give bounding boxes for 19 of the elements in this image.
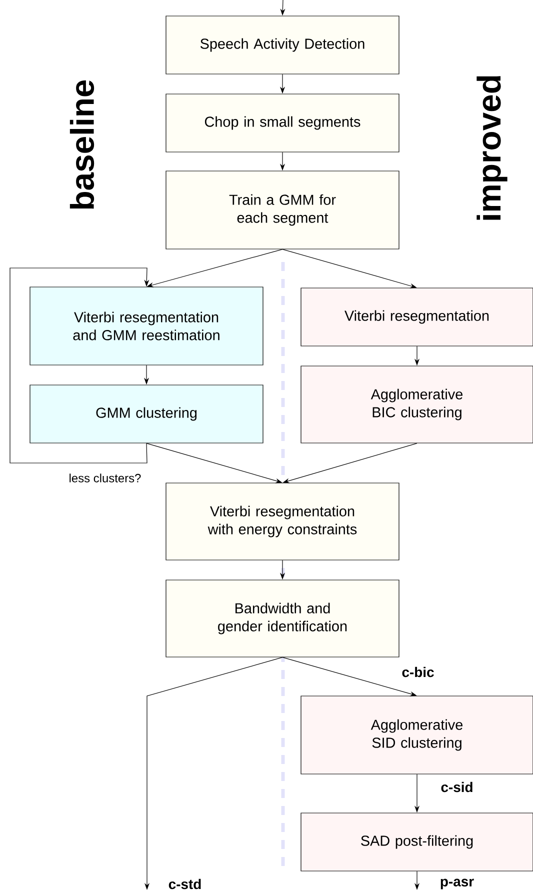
side-heading: improved — [476, 76, 508, 220]
edge-label: c-bic — [402, 666, 434, 678]
process-box: Speech Activity Detection — [166, 16, 400, 74]
edge-label: c-std — [168, 878, 201, 890]
process-box: Agglomerative BIC clustering — [300, 366, 533, 444]
process-box: Train a GMM for each segment — [166, 170, 400, 250]
process-box: Viterbi resegmentation with energy constraints — [166, 482, 400, 560]
edge-label: less clusters? — [70, 474, 141, 482]
process-box: Viterbi resegmentation — [300, 288, 533, 346]
edge-label: c-sid — [441, 782, 472, 792]
edge-label: p-asr — [440, 878, 474, 890]
arrow — [10, 268, 150, 464]
process-box: GMM clustering — [30, 384, 264, 444]
side-heading: baseline — [70, 80, 94, 209]
process-box: Chop in small segments — [166, 94, 400, 152]
process-box: Bandwidth and gender identification — [166, 580, 400, 658]
process-box: Agglomerative SID clustering — [300, 696, 533, 774]
process-box: Viterbi resegmentation and GMM reestimation — [30, 286, 264, 366]
process-box: SAD post-filtering — [300, 812, 533, 872]
